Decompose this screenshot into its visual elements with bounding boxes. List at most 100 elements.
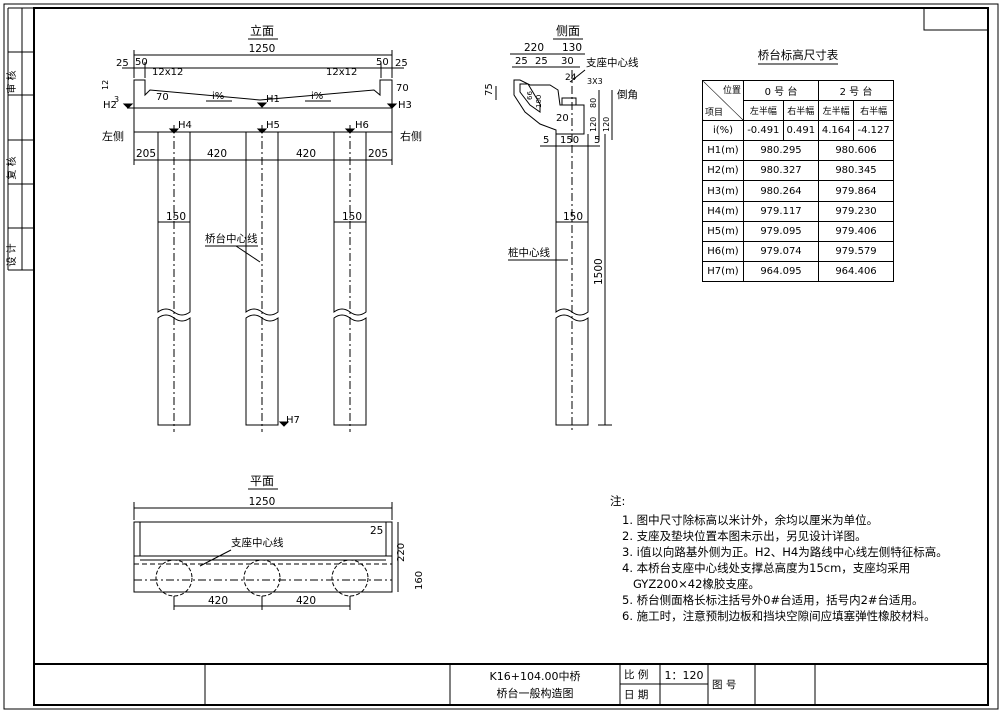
elev-chamfer-right: 12x12 — [326, 67, 357, 78]
tb-scale: 1：120 — [665, 669, 704, 682]
elev-pile-center — [245, 125, 279, 432]
tb-drawing: 桥台一般构造图 — [497, 686, 574, 700]
side-height: 1500 — [593, 258, 605, 285]
elev-left-side: 左侧 — [102, 130, 124, 143]
elev-slope-left: i% — [212, 91, 224, 102]
side-dim-20: 20 — [556, 113, 569, 124]
title-block: K16+104.00中桥 桥台一般构造图 比 例 1：120 日 期 图 号 — [34, 663, 988, 705]
side-pile-centerline: 桩中心线 — [508, 246, 550, 259]
elev-dim-3: 3 — [114, 95, 119, 104]
side-dim-66: 66 — [526, 91, 534, 100]
side-dim-130: 130 — [562, 42, 582, 54]
table-cell: 979.095 — [743, 220, 819, 242]
elev-dim-50-right: 50 — [376, 57, 389, 68]
table-right-half-2: 右半幅 — [853, 100, 894, 122]
side-view: 侧面 220 130 25 25 30 支座中心线 24 3X3 75 66 1… — [484, 24, 639, 432]
elev-dim-205-left: 205 — [136, 148, 156, 160]
note-line-1: 1. 图中尺寸除标高以米计外，余均以厘米为单位。 — [622, 513, 879, 527]
elevation-view: 立面 1250 25 50 50 25 12x12 12x12 70 70 12… — [101, 23, 422, 432]
elev-dim-50-left: 50 — [135, 57, 148, 68]
elev-pile-left — [157, 125, 191, 432]
elev-dim-25-right: 25 — [395, 58, 408, 69]
sidebar: 审 核 复 核 设 计 — [5, 7, 34, 271]
side-chamfer: 倒角 — [617, 89, 638, 101]
table-title: 桥台标高尺寸表 — [758, 48, 839, 62]
elev-dim-70-left: 70 — [156, 92, 169, 103]
elev-dim-total: 1250 — [249, 43, 276, 55]
table-cell: 964.406 — [817, 260, 895, 283]
elevation-table: 位置 项目 0 号 台 2 号 台 左半幅 右半幅 左半幅 右半幅 i(%) -… — [702, 79, 895, 283]
side-dim-220: 220 — [524, 42, 544, 54]
table-cell: H1(m) — [702, 140, 744, 162]
table-row: H5(m) 979.095 979.406 — [702, 220, 895, 242]
table-cell: 0.491 — [782, 120, 819, 142]
tb-scale-label: 比 例 — [624, 668, 648, 681]
note-line-3: 3. i值以向路基外侧为正。H2、H4为路线中心线左侧特征标高。 — [622, 545, 948, 559]
sidebar-review: 审 核 — [5, 70, 18, 93]
table-row: H7(m) 964.095 964.406 — [702, 260, 895, 283]
elev-pile-dia-right: 150 — [342, 211, 362, 223]
table-row: H1(m) 980.295 980.606 — [702, 140, 895, 162]
table-cell: 980.295 — [743, 140, 819, 162]
table-cell: H5(m) — [702, 220, 744, 242]
plan-bearing-centerline: 支座中心线 — [231, 536, 284, 549]
side-title: 侧面 — [556, 24, 580, 38]
table-cell: 979.117 — [743, 200, 819, 222]
elevation-title: 立面 — [250, 23, 274, 38]
note-line-5: GYZ200×42橡胶支座。 — [622, 577, 760, 591]
elev-label-h6: H6 — [355, 120, 369, 131]
tb-date-label: 日 期 — [624, 689, 648, 701]
elev-dim-25-left: 25 — [116, 58, 129, 69]
plan-dim-160: 160 — [414, 571, 425, 590]
sidebar-check: 复 核 — [5, 156, 18, 179]
table-row: H2(m) 980.327 980.345 — [702, 160, 895, 182]
table-left-half-0: 左半幅 — [743, 100, 784, 122]
table-cell: 964.095 — [743, 260, 819, 283]
table-cell: 4.164 — [817, 120, 855, 142]
plan-dim-25: 25 — [370, 525, 383, 537]
note-line-7: 6. 施工时，注意预制边板和挡块空隙间应填塞弹性橡胶材料。 — [622, 609, 936, 623]
side-dim-5a: 5 — [543, 135, 549, 146]
table-left-half-2: 左半幅 — [817, 100, 855, 122]
side-bearing-centerline: 支座中心线 — [586, 56, 639, 69]
sidebar-design: 设 计 — [5, 243, 18, 266]
table-cell: 979.579 — [817, 240, 895, 262]
table-right-half-0: 右半幅 — [782, 100, 819, 122]
side-dim-25b: 25 — [535, 56, 548, 67]
elev-label-h2: H2 — [103, 100, 117, 111]
table-row: H4(m) 979.117 979.230 — [702, 200, 895, 222]
side-pile-dia: 150 — [563, 211, 583, 223]
elev-pile-right — [333, 125, 367, 432]
table-row: H6(m) 979.074 979.579 — [702, 240, 895, 262]
side-dim-150: 150 — [560, 135, 579, 146]
elev-dim-420-left: 420 — [207, 148, 227, 160]
table-cell: -4.127 — [853, 120, 894, 142]
table-head-position: 位置 — [722, 86, 741, 96]
elev-right-side: 右侧 — [400, 129, 422, 143]
notes-heading: 注: — [610, 494, 626, 508]
table-cell: 980.345 — [817, 160, 895, 182]
plan-dim-420-left: 420 — [208, 595, 228, 607]
side-dim-24: 24 — [565, 73, 577, 83]
table-abut0: 0 号 台 — [743, 79, 819, 102]
elev-dim-205-right: 205 — [368, 148, 388, 160]
side-dim-80: 80 — [589, 98, 598, 108]
elev-label-h4: H4 — [178, 120, 192, 131]
table-cell: H3(m) — [702, 180, 744, 202]
note-line-6: 5. 桥台侧面格长标注括号外0#台适用，括号内2#台适用。 — [622, 593, 924, 607]
side-dim-30: 30 — [561, 56, 574, 67]
table-cell: 979.406 — [817, 220, 895, 242]
side-dim-120b: 120 — [602, 117, 611, 132]
table-cell: H4(m) — [702, 200, 744, 222]
table-row: H3(m) 980.264 979.864 — [702, 180, 895, 202]
side-dim-120a: 120 — [589, 117, 598, 132]
table-cell: H6(m) — [702, 240, 744, 262]
side-dim-100: 100 — [535, 95, 543, 108]
plan-dim-total: 1250 — [249, 496, 276, 508]
elev-dim-12: 12 — [101, 80, 110, 90]
table-row: i(%) -0.491 0.491 4.164 -4.127 — [702, 120, 894, 142]
side-dim-5b: 5 — [594, 135, 600, 146]
tb-drawing-no-label: 图 号 — [712, 679, 736, 691]
elev-label-h3: H3 — [398, 100, 412, 111]
